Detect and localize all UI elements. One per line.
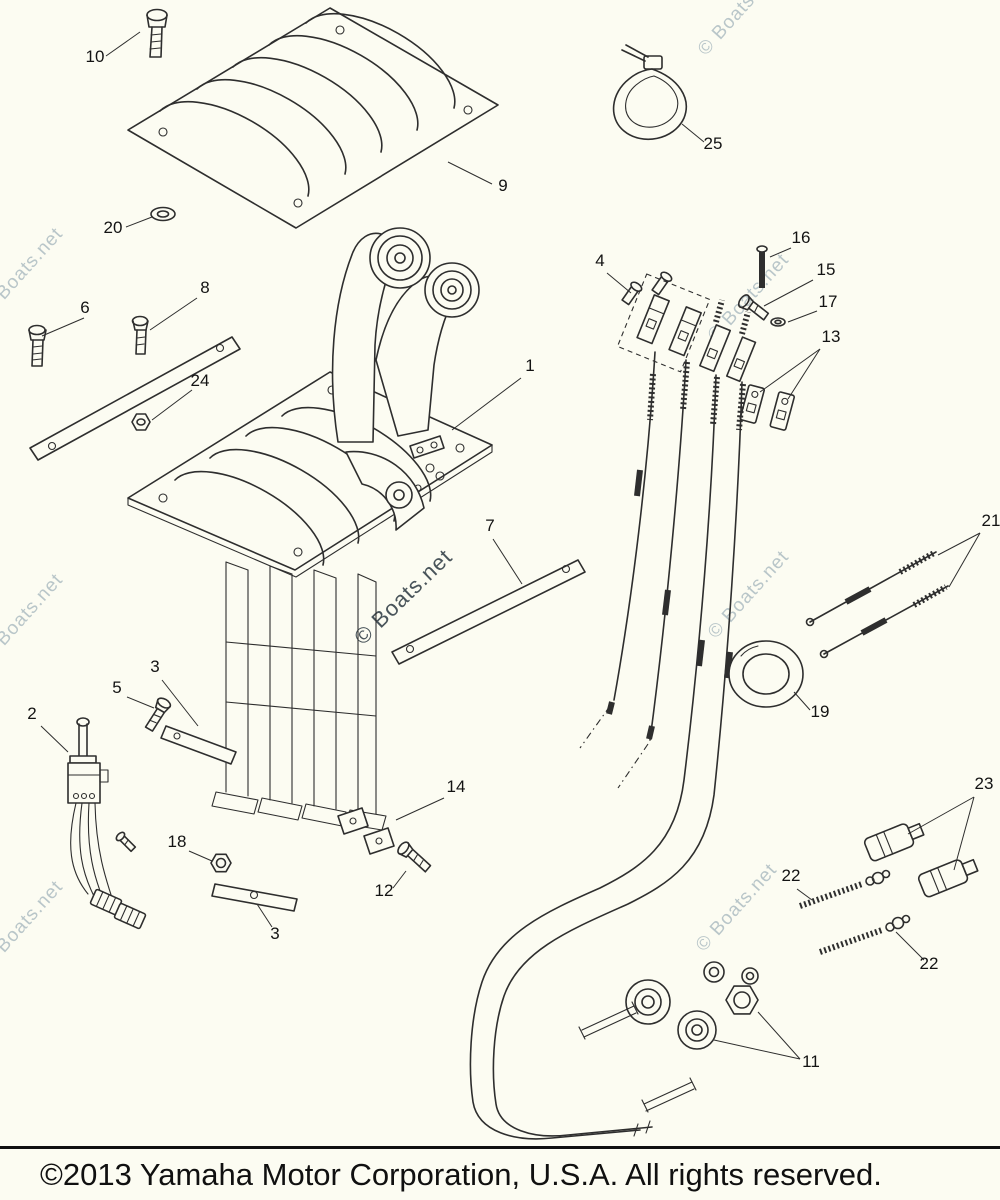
- callout-22: 22: [782, 866, 801, 885]
- callout-18: 18: [168, 832, 187, 851]
- part-connectors-23: [863, 822, 979, 898]
- callout-19: 19: [811, 702, 830, 721]
- part-screw-12: [397, 841, 432, 873]
- callout-15: 15: [817, 260, 836, 279]
- part-pin-16: [756, 245, 768, 288]
- callout-11: 11: [802, 1052, 820, 1071]
- callout-4: 4: [595, 251, 604, 270]
- callout-5: 5: [112, 678, 121, 697]
- part-screw-5: [144, 697, 172, 732]
- footer-divider: [0, 1146, 1000, 1149]
- part-washer-17: [770, 317, 786, 327]
- callout-12: 12: [375, 881, 394, 900]
- callout-22b: 22: [920, 954, 939, 973]
- part-clamp-bracket-14: [337, 807, 395, 855]
- part-screw-6: [28, 324, 47, 367]
- callout-7: 7: [485, 516, 494, 535]
- part-mounting-rail-right: [391, 559, 586, 665]
- part-cable-end-fittings: [616, 271, 757, 383]
- callout-leader-lines: [40, 31, 981, 1060]
- callout-24: 24: [191, 371, 210, 390]
- part-mounting-rail-left: [29, 336, 241, 461]
- callout-6: 6: [80, 298, 89, 317]
- callout-17: 17: [819, 292, 838, 311]
- part-cable-fittings-11: [578, 961, 759, 1113]
- part-screw-8: [131, 315, 149, 355]
- part-nut-24: [131, 413, 151, 431]
- part-control-cables: [469, 351, 746, 1140]
- callout-13: 13: [822, 327, 841, 346]
- part-top-cover: [127, 7, 499, 229]
- part-cable-tie: [612, 44, 687, 140]
- part-bracket-3-upper: [160, 725, 237, 765]
- part-grommet-19: [728, 640, 804, 708]
- part-clevis-13: [739, 384, 795, 431]
- part-washer-20: [150, 206, 176, 222]
- part-control-housing: [211, 561, 387, 831]
- callout-3b: 3: [270, 924, 279, 943]
- callout-2: 2: [27, 704, 36, 723]
- part-bracket-3-lower: [211, 883, 298, 912]
- part-screw-15: [737, 294, 770, 321]
- part-threaded-terminals-22: [798, 869, 911, 955]
- callout-25: 25: [704, 134, 723, 153]
- copyright-text: ©2013 Yamaha Motor Corporation, U.S.A. A…: [40, 1157, 882, 1192]
- part-nut-18: [210, 853, 232, 873]
- callout-14: 14: [447, 777, 466, 796]
- part-pivot-sector: [345, 435, 445, 531]
- callout-9: 9: [498, 176, 507, 195]
- callout-labels: 10 9 20 6 8 24 1 7 5 3 2 18 3 14 12 25 4…: [27, 47, 1000, 1071]
- callout-21: 21: [982, 511, 1000, 530]
- part-link-rods-21: [805, 550, 949, 659]
- exploded-parts-diagram: 10 9 20 6 8 24 1 7 5 3 2 18 3 14 12 25 4…: [27, 7, 1000, 1140]
- callout-10: 10: [86, 47, 105, 66]
- callout-8: 8: [200, 278, 209, 297]
- callout-16: 16: [792, 228, 811, 247]
- callout-1: 1: [525, 356, 534, 375]
- part-control-levers: [331, 227, 480, 443]
- part-switch-assembly: [67, 717, 147, 930]
- callout-3: 3: [150, 657, 159, 676]
- callout-23: 23: [975, 774, 994, 793]
- part-screw-10: [146, 8, 168, 58]
- callout-20: 20: [104, 218, 123, 237]
